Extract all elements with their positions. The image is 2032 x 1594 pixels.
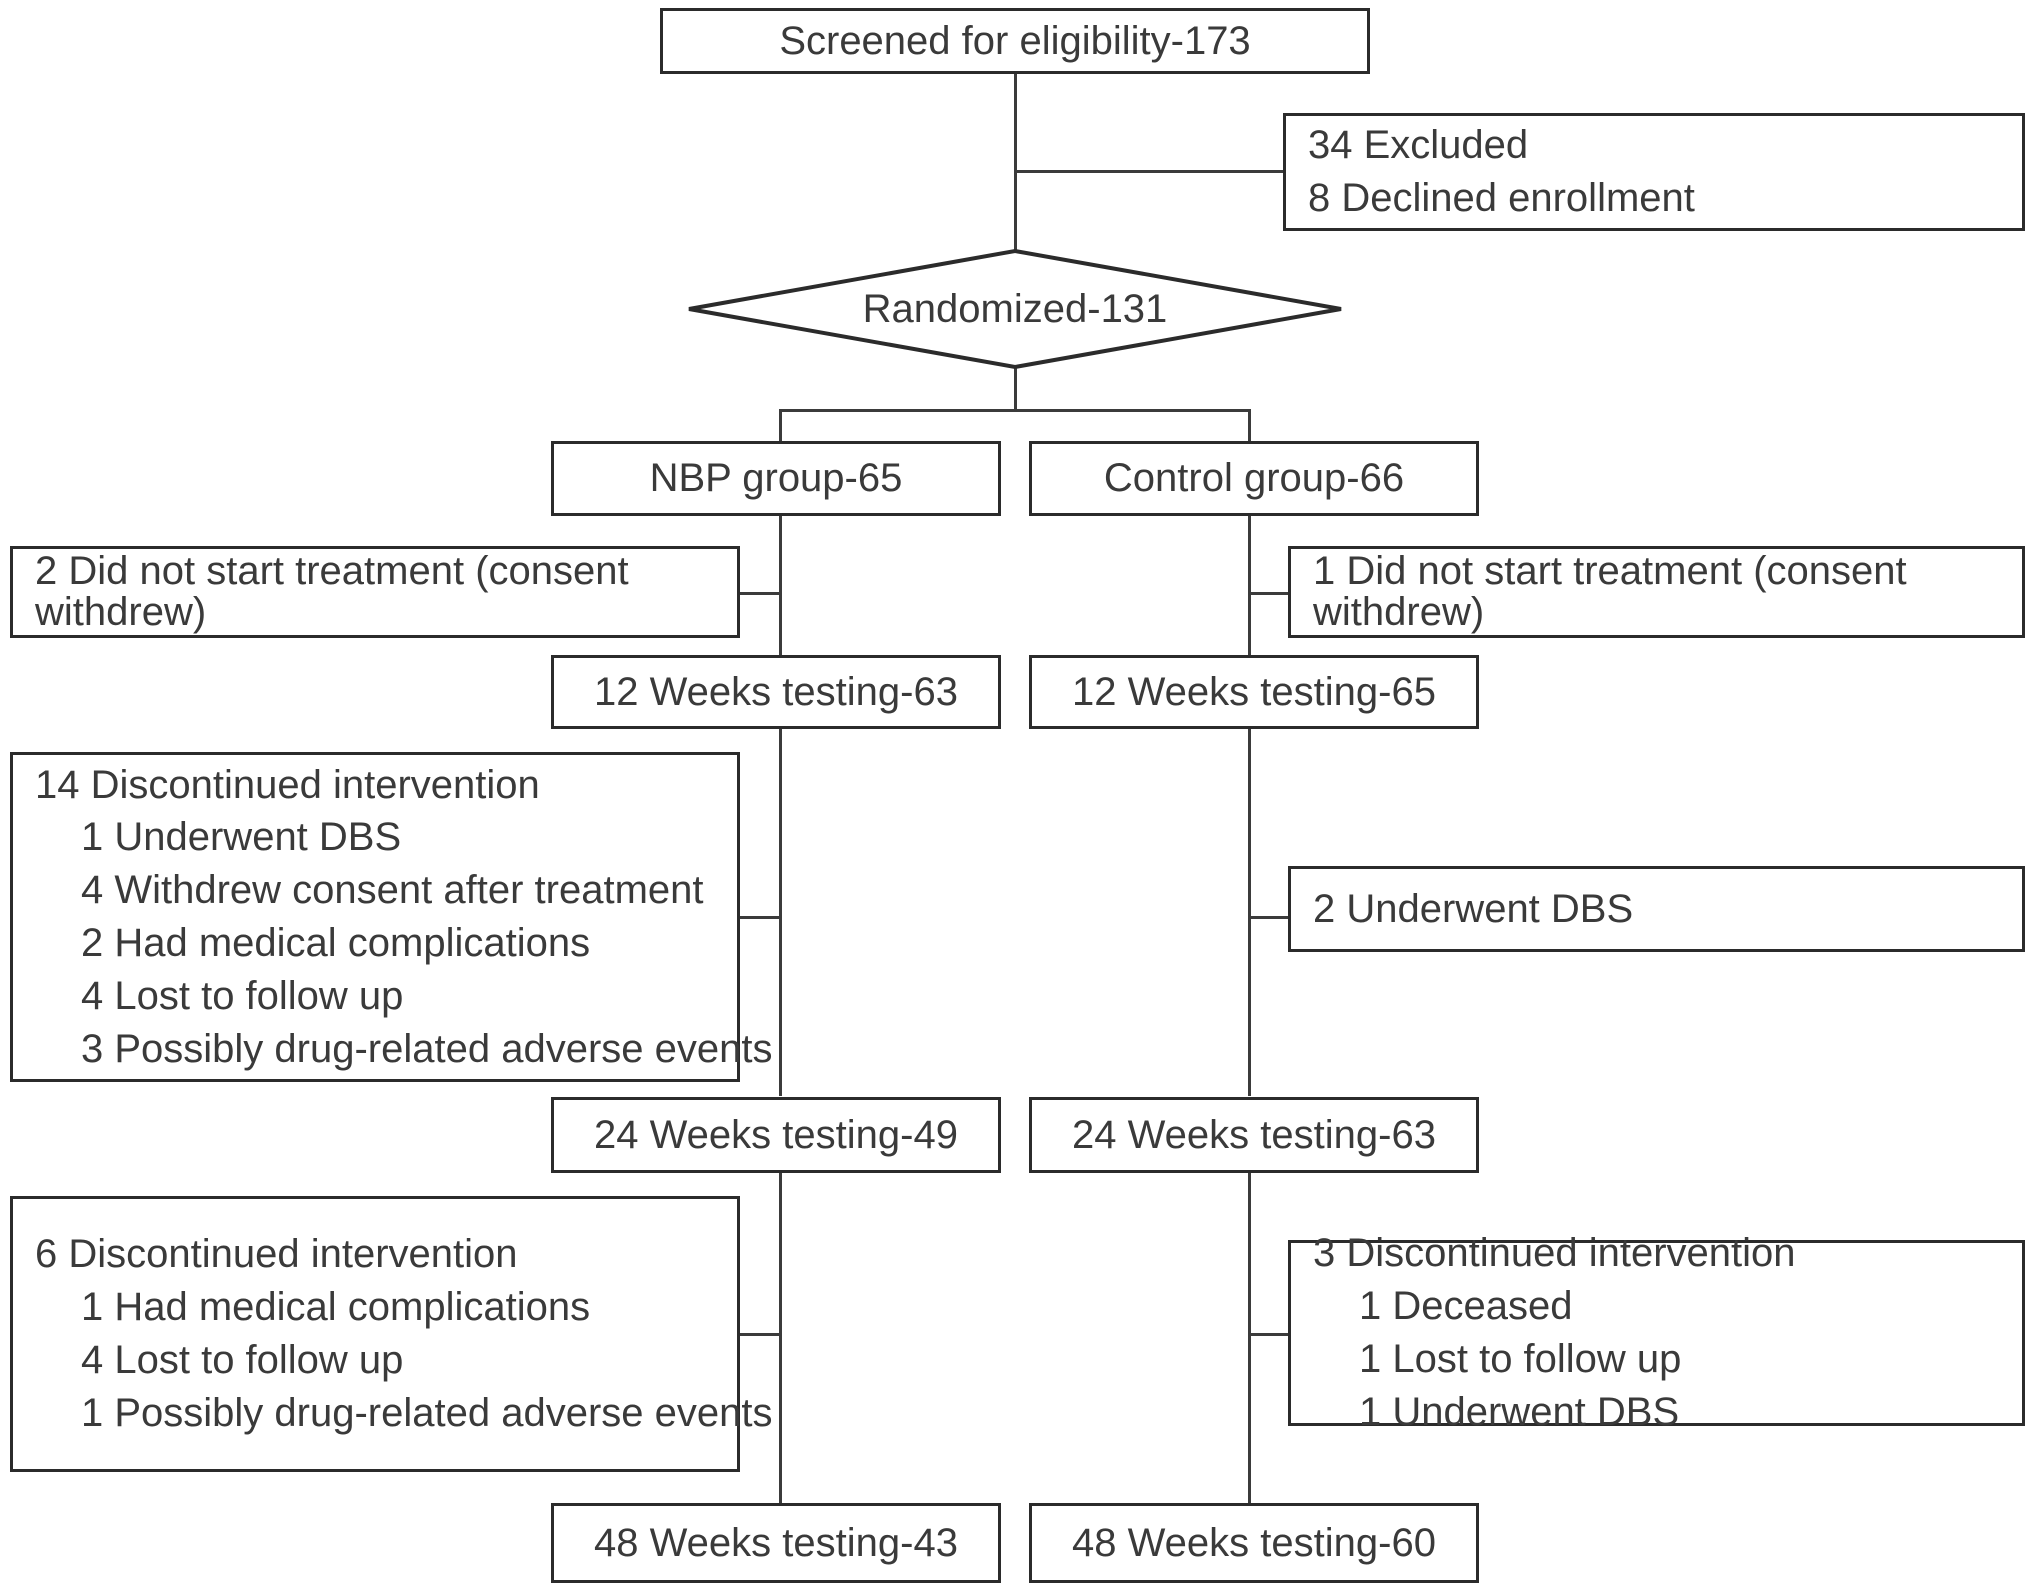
node-nbp-discontinued-2-text: 6 Discontinued intervention 1 Had medica… (13, 1228, 781, 1439)
node-nbp-group-label: NBP group-65 (649, 456, 903, 501)
connector-control-not-started-stub (1248, 592, 1288, 595)
node-control-did-not-start-label: 1 Did not start treatment (consent withd… (1313, 549, 1907, 634)
diamond-shape (688, 248, 1342, 370)
node-control-discontinued-2-text: 3 Discontinued intervention 1 Deceased 1… (1291, 1227, 2022, 1438)
node-nbp-did-not-start-label: 2 Did not start treatment (consent withd… (35, 549, 629, 634)
node-nbp-week24-label: 24 Weeks testing-49 (594, 1112, 958, 1157)
node-excluded[interactable]: 34 Excluded 8 Declined enrollment (1283, 113, 2025, 231)
node-control-week24-label: 24 Weeks testing-63 (1072, 1112, 1436, 1157)
node-control-week24[interactable]: 24 Weeks testing-63 (1029, 1097, 1479, 1173)
node-nbp-disc1-item-1: 4 Withdrew consent after treatment (81, 868, 704, 913)
node-control-disc2-item-1: 1 Lost to follow up (1359, 1337, 1682, 1381)
node-nbp-disc2-item-0: 1 Had medical complications (81, 1285, 591, 1330)
connector-nbp-spine-2 (779, 728, 782, 1096)
node-nbp-disc2-heading: 6 Discontinued intervention (35, 1232, 518, 1277)
node-screened-label: Screened for eligibility-173 (779, 18, 1251, 63)
node-nbp-discontinued-1-text: 14 Discontinued intervention 1 Underwent… (13, 759, 781, 1076)
connector-nbp-disc1-stub (740, 916, 782, 919)
connector-control-spine-2 (1248, 728, 1251, 1096)
connector-split-to-control-group (1248, 409, 1251, 442)
node-excluded-text: 34 Excluded 8 Declined enrollment (1286, 119, 2022, 225)
connector-nbp-disc2-stub (740, 1333, 782, 1336)
node-nbp-disc1-item-3: 4 Lost to follow up (81, 973, 404, 1018)
node-nbp-disc2-item-1: 4 Lost to follow up (81, 1338, 404, 1382)
node-nbp-discontinued-2[interactable]: 6 Discontinued intervention 1 Had medica… (10, 1196, 772, 1472)
node-nbp-disc1-item-4: 3 Possibly drug-related adverse events (81, 1026, 773, 1071)
connector-control-disc2-stub (1248, 1333, 1288, 1336)
node-control-week12[interactable]: 12 Weeks testing-65 (1029, 655, 1479, 729)
node-nbp-week24[interactable]: 24 Weeks testing-49 (551, 1097, 1001, 1173)
node-control-did-not-start[interactable]: 1 Did not start treatment (consent withd… (1288, 546, 2025, 638)
node-randomized[interactable]: Randomized-131 (685, 248, 1345, 370)
node-nbp-disc1-item-0: 1 Underwent DBS (81, 815, 402, 860)
connector-nbp-spine-1 (779, 516, 782, 656)
node-nbp-week12-label: 12 Weeks testing-63 (594, 669, 958, 714)
node-nbp-did-not-start[interactable]: 2 Did not start treatment (consent withd… (10, 546, 740, 638)
node-control-week48[interactable]: 48 Weeks testing-60 (1029, 1503, 1479, 1583)
node-control-group-label: Control group-66 (1103, 456, 1405, 501)
node-excluded-line-2: 8 Declined enrollment (1308, 176, 1695, 220)
node-control-disc2-item-2: 1 Underwent DBS (1359, 1389, 1680, 1434)
connector-control-spine-3 (1248, 1173, 1251, 1503)
node-nbp-disc2-item-2: 1 Possibly drug-related adverse events (81, 1390, 773, 1435)
node-nbp-week48[interactable]: 48 Weeks testing-43 (551, 1503, 1001, 1583)
node-nbp-group[interactable]: NBP group-65 (551, 441, 1001, 516)
node-excluded-line-1: 34 Excluded (1308, 123, 1529, 168)
node-control-group[interactable]: Control group-66 (1029, 441, 1479, 516)
node-control-discontinued-1[interactable]: 2 Underwent DBS (1288, 866, 2025, 952)
connector-split-to-nbp-group (779, 409, 782, 442)
connector-randomized-split-bar (779, 409, 1251, 412)
connector-control-spine-1 (1248, 516, 1251, 656)
connector-screened-to-randomized (1014, 70, 1017, 250)
node-nbp-disc1-item-2: 2 Had medical complications (81, 921, 591, 965)
node-control-discontinued-1-label: 2 Underwent DBS (1313, 886, 1634, 931)
node-control-disc2-item-0: 1 Deceased (1359, 1284, 1573, 1329)
connector-randomized-stem (1014, 368, 1017, 412)
connector-nbp-not-started-stub (740, 592, 782, 595)
node-nbp-week48-label: 48 Weeks testing-43 (594, 1520, 958, 1565)
connector-nbp-spine-3 (779, 1173, 782, 1503)
node-control-week48-label: 48 Weeks testing-60 (1072, 1520, 1436, 1565)
node-control-week12-label: 12 Weeks testing-65 (1072, 669, 1436, 714)
node-nbp-week12[interactable]: 12 Weeks testing-63 (551, 655, 1001, 729)
node-screened-for-eligibility[interactable]: Screened for eligibility-173 (660, 8, 1370, 74)
node-nbp-disc1-heading: 14 Discontinued intervention (35, 762, 540, 807)
connector-screened-to-excluded (1014, 170, 1284, 173)
node-control-discontinued-2[interactable]: 3 Discontinued intervention 1 Deceased 1… (1288, 1233, 2025, 1432)
node-control-disc2-heading: 3 Discontinued intervention (1313, 1231, 1796, 1276)
node-nbp-discontinued-1[interactable]: 14 Discontinued intervention 1 Underwent… (10, 752, 772, 1082)
connector-control-disc1-stub (1248, 916, 1288, 919)
